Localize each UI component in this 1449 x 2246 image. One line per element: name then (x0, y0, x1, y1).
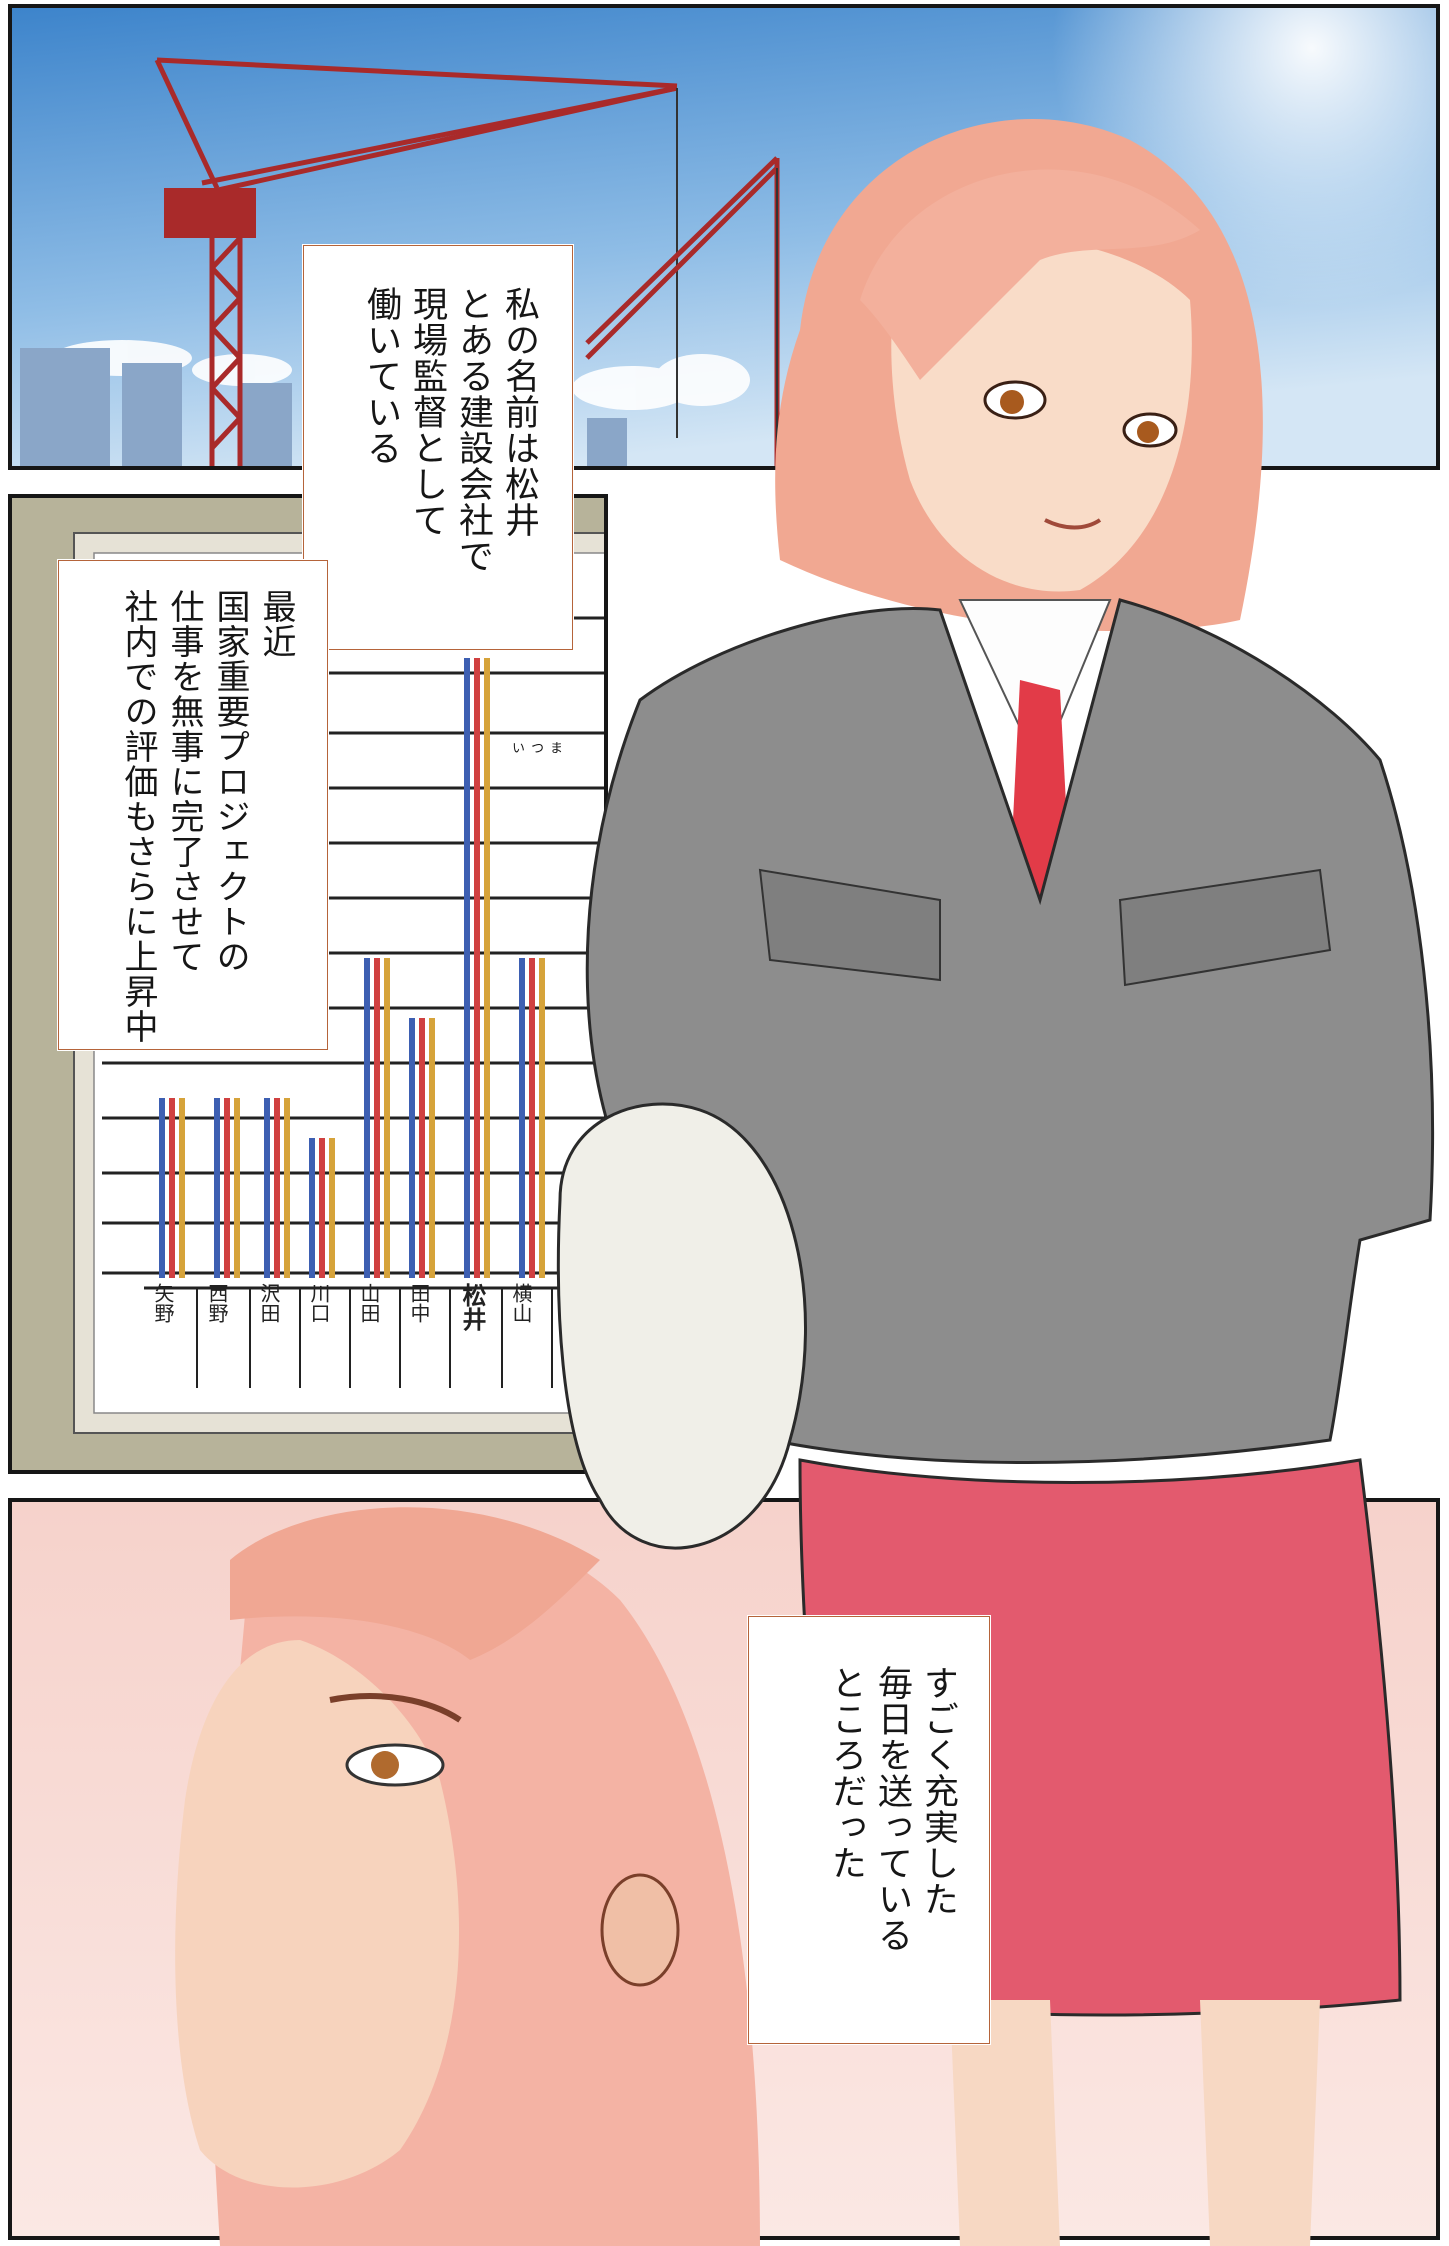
narration-box-recent: 最近 国家重要プロジェクトの 仕事を無事に完了させて 社内での評価もさらに上昇中 (58, 560, 328, 1050)
chart-name-label: 沢田 (257, 1283, 281, 1323)
chart-name-label: 横山 (509, 1283, 533, 1323)
narration-text: すごく充実した 毎日を送っている ところだった (826, 1665, 958, 1953)
narration-text: 私の名前は松井 とある建設会社で 現場監督として 働いている (361, 286, 539, 574)
chart-name-label: 西野 (205, 1283, 229, 1323)
narration-box-fulfilling: すごく充実した 毎日を送っている ところだった (748, 1616, 990, 2044)
standing-woman (556, 118, 1435, 2246)
narration-text: 最近 国家重要プロジェクトの 仕事を無事に完了させて 社内での評価もさらに上昇中 (118, 589, 296, 1044)
closeup-woman (175, 1507, 760, 2246)
chart-name-label: 田中 (407, 1283, 431, 1323)
furigana: まつい (509, 741, 562, 754)
narration-box-intro: 私の名前は松井 とある建設会社で 現場監督として 働いている まつい (303, 245, 573, 754)
chart-name-label: 山田 (357, 1283, 381, 1323)
chart-name-labels: 矢野 西野 沢田 川口 山田 田中 松井 横山 (145, 1275, 555, 1385)
chart-name-label-matsui: 松井 (458, 1283, 487, 1331)
chart-name-label: 矢野 (151, 1283, 175, 1323)
chart-name-label: 川口 (307, 1283, 331, 1323)
